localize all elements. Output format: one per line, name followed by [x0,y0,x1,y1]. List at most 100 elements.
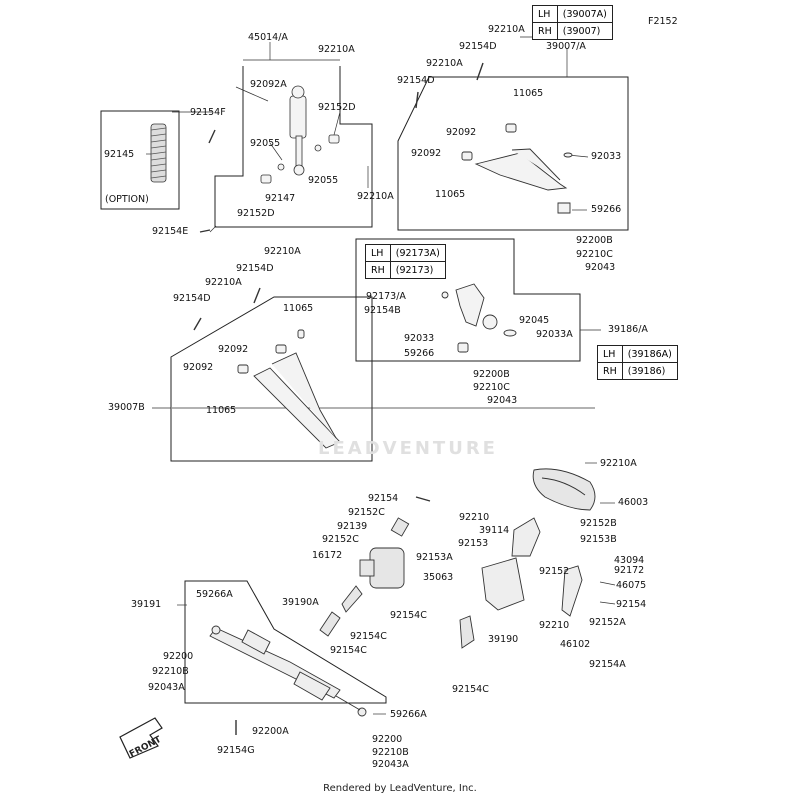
callout: 11065 [206,405,237,416]
callout: 39114 [479,525,510,536]
callout: 92055 [250,138,281,149]
eps-unit [319,517,475,649]
shock-absorber [260,85,340,184]
callout: 39191 [131,599,162,610]
callout: 92172 [614,565,645,576]
figure-code: F2152 [648,16,678,27]
callout: 92200 [163,651,194,662]
callout: 92152D [237,208,275,219]
callout: 39007B [108,402,145,413]
callout: 92147 [265,193,296,204]
callout: 11065 [513,88,544,99]
callout: 92210A [600,458,637,469]
callout: 92154C [390,610,427,621]
callout: 92152C [322,534,359,545]
callout: 59266A [390,709,427,720]
table-cell: LH [365,244,391,262]
knuckle-table: LH(92173A) RH(92173) [365,244,446,279]
callout: 92043A [372,759,409,770]
callout: 92092 [218,344,249,355]
lower-a-arm [237,329,341,449]
table-cell: (39186) [621,362,678,380]
table-cell: (39186A) [621,345,678,363]
callout: 11065 [435,189,466,200]
watermark: LEADVENTURE [318,438,498,459]
knuckle-frame [355,238,581,362]
callout: 92152C [348,507,385,518]
callout: 92210C [473,382,510,393]
callout: 92210A [426,58,463,69]
callout: 92153B [580,534,617,545]
bolts [193,62,484,735]
callout: 92154A [589,659,626,670]
callout: 92210A [357,191,394,202]
callout: 43094 [614,555,645,566]
callout: 11065 [283,303,314,314]
callout: 92045 [519,315,550,326]
callout: 92210A [205,277,242,288]
table-cell: (39007) [556,22,613,40]
upper-a-arm [461,123,573,214]
callout: 92210A [318,44,355,55]
callout: 92154E [152,226,189,237]
callout: 35063 [423,572,454,583]
callout: 39186/A [608,324,648,335]
callout: 92152D [318,102,356,113]
callout: 92154G [217,745,255,756]
table-cell: (39007A) [556,5,613,23]
callout: 92200A [252,726,289,737]
callout: 92092 [183,362,214,373]
table-cell: LH [597,345,623,363]
callout: 16172 [312,550,343,561]
callout: 92092A [250,79,287,90]
callout: 92154C [350,631,387,642]
callout: 92154F [190,107,226,118]
callout: 92154C [452,684,489,695]
table-cell: RH [365,261,391,279]
callout: 46075 [616,580,647,591]
callout: 92152A [589,617,626,628]
callout: 46003 [618,497,649,508]
callout: 92200 [372,734,403,745]
option-label: (OPTION) [105,194,149,205]
callout: 92043 [487,395,518,406]
steering-wheel [532,468,596,511]
knuckle [441,283,517,353]
table-cell: (92173) [389,261,446,279]
callout: 92210B [372,747,409,758]
callout: 92210 [459,512,490,523]
callout: 92154D [459,41,497,52]
callout: 92055 [308,175,339,186]
front-arrow-icon [119,717,163,759]
callout: 92139 [337,521,368,532]
table-cell: LH [532,5,558,23]
upper-arm-frame [397,76,629,231]
callout: 45014/A [248,32,288,43]
callout: 92033 [591,151,622,162]
callout: 92145 [104,149,135,160]
table-cell: (92173A) [389,244,446,262]
callout: 92092 [411,148,442,159]
callout: 92154 [616,599,647,610]
table-cell: RH [532,22,558,40]
callout: 92092 [446,127,477,138]
callout: 92153 [458,538,489,549]
callout: 92200B [576,235,613,246]
callout: 59266A [196,589,233,600]
callout: 92154D [236,263,274,274]
steering-column [481,517,583,617]
spring [150,123,167,183]
callout: 92200B [473,369,510,380]
callout: 92154D [173,293,211,304]
callout: 59266 [404,348,435,359]
callout: 92154D [397,75,435,86]
callout: 92043A [148,682,185,693]
table-cell: RH [597,362,623,380]
callout: 92154C [330,645,367,656]
callout: 92153A [416,552,453,563]
callout: 39190 [488,634,519,645]
shock-group-frame [214,66,373,228]
callout: 92210A [488,24,525,35]
option-spring-box [100,110,180,210]
